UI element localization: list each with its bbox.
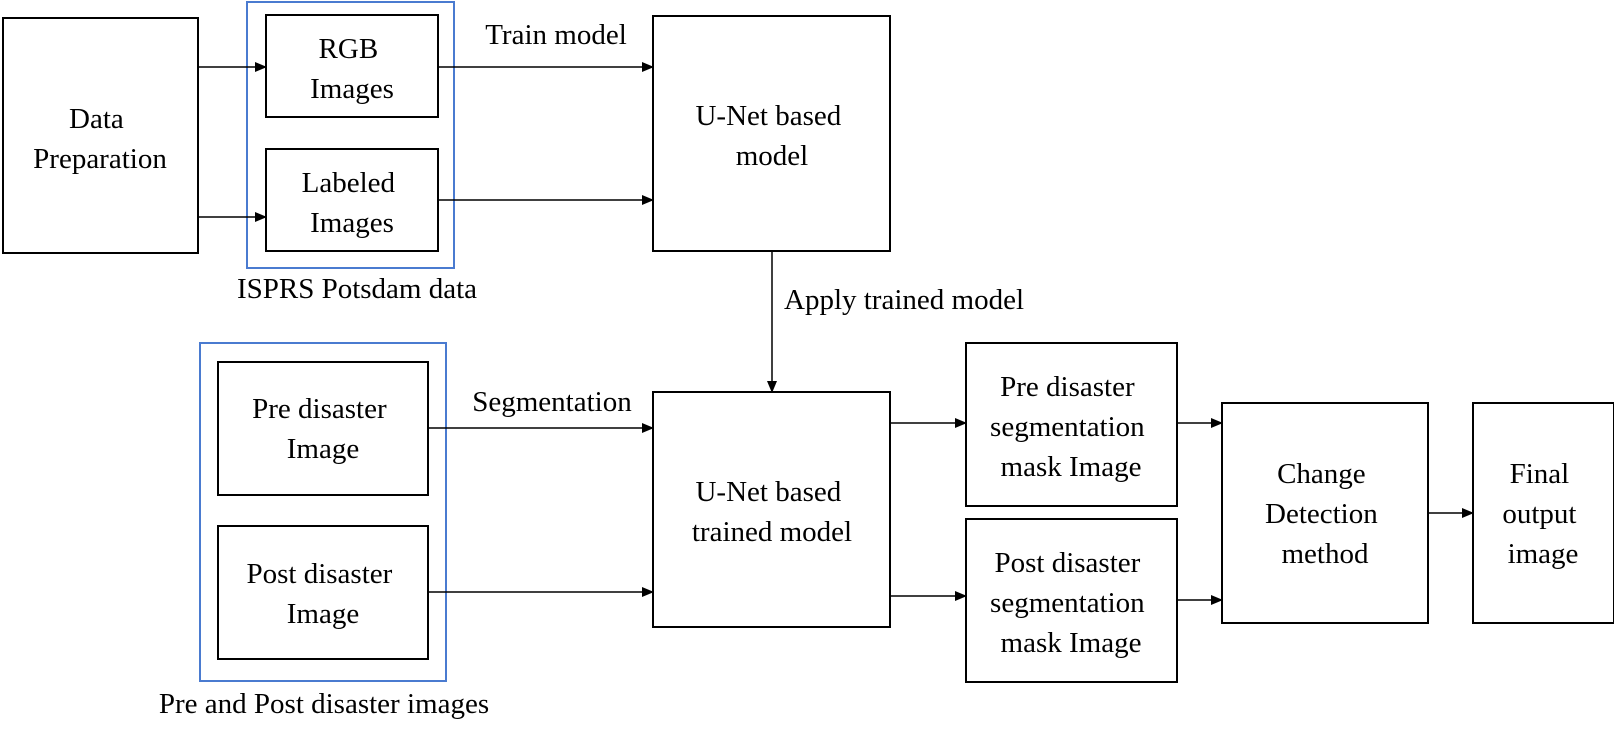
node-post-disaster-image-box — [217, 525, 429, 660]
node-pre-disaster-image-box — [217, 361, 429, 496]
node-post-mask: Post disaster segmentation mask Image — [990, 547, 1152, 659]
node-post-mask-box — [965, 518, 1178, 683]
node-unet-trained-model-box — [652, 391, 891, 628]
node-change-detection: Change Detection method — [1265, 458, 1385, 570]
node-rgb-images: RGB Images — [310, 33, 394, 105]
node-unet-model-box — [652, 15, 891, 252]
node-labeled-images-box — [265, 148, 439, 252]
group-disaster-label: Pre and Post disaster images — [159, 688, 489, 720]
node-rgb-images-box — [265, 14, 439, 118]
node-unet-trained-model: U-Net based trained model — [692, 476, 852, 548]
edge-label-apply-trained-model: Apply trained model — [784, 284, 1024, 316]
node-data-preparation: Data Preparation — [33, 103, 167, 175]
node-unet-model: U-Net based model — [695, 100, 848, 172]
group-isprs-label: ISPRS Potsdam data — [237, 273, 477, 305]
node-labeled-images: Labeled Images — [302, 167, 403, 239]
node-pre-disaster-image: Pre disaster Image — [252, 393, 394, 465]
node-change-detection-box — [1221, 402, 1429, 624]
group-isprs-box — [246, 1, 455, 269]
group-disaster-box — [199, 342, 447, 682]
node-data-preparation-box — [2, 17, 199, 254]
node-final-output-box — [1472, 402, 1614, 624]
edge-label-segmentation: Segmentation — [472, 386, 632, 418]
node-final-output: Final output image — [1502, 458, 1583, 570]
node-pre-mask-box — [965, 342, 1178, 507]
node-pre-mask: Pre disaster segmentation mask Image — [990, 371, 1152, 483]
node-post-disaster-image: Post disaster Image — [246, 558, 399, 630]
edge-label-train-model: Train model — [485, 19, 627, 51]
